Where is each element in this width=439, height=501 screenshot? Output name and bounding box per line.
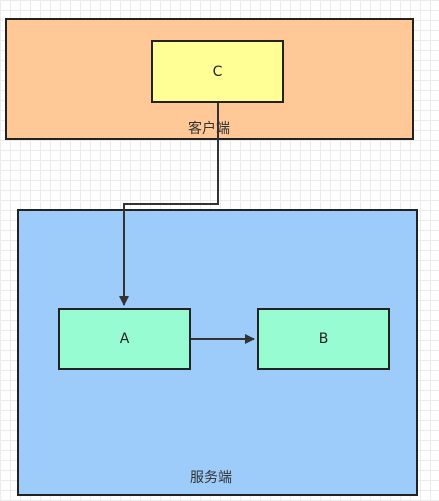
node-a-label: A: [119, 331, 130, 347]
node-b-label: B: [318, 331, 329, 347]
node-c[interactable]: C: [151, 40, 284, 103]
node-b[interactable]: B: [257, 308, 390, 370]
node-a[interactable]: A: [58, 308, 191, 370]
server-container-label: 服务端: [190, 470, 232, 486]
edge-c-to-a: [119, 103, 219, 306]
client-container-label: 客户端: [188, 121, 230, 137]
node-c-label: C: [212, 63, 223, 80]
